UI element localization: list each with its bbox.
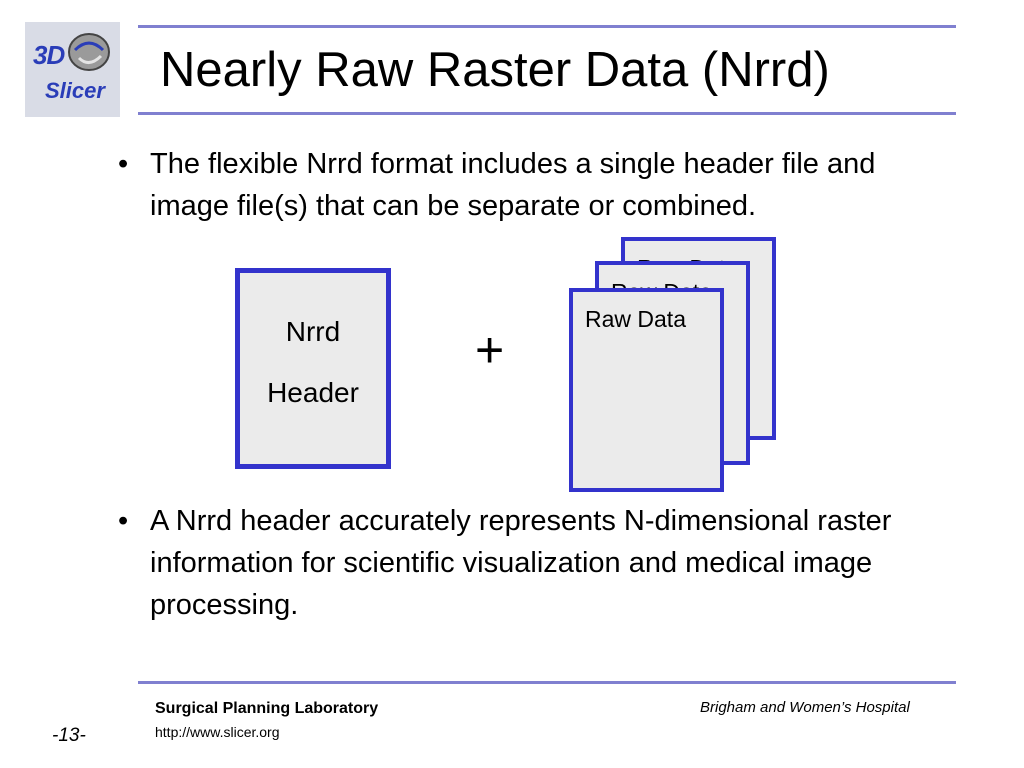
header-box-line: Nrrd [285, 316, 341, 347]
plus-sign: + [475, 322, 505, 378]
footer-lab-name: Surgical Planning Laboratory [155, 700, 379, 717]
nrrd-header-box: Nrrd Header [235, 268, 391, 469]
raw-data-page: Raw Data [569, 288, 724, 492]
title-bottom-rule [138, 112, 956, 115]
logo-slicer-text: Slicer [45, 78, 105, 103]
header-box-line: Header [267, 377, 359, 408]
bullet-item: • The flexible Nrrd format includes a si… [118, 143, 948, 227]
bullet-item: • A Nrrd header accurately represents N-… [118, 500, 948, 626]
bullet-marker: • [118, 505, 129, 537]
brain-icon [68, 33, 110, 71]
raw-data-label: Raw Data [585, 306, 686, 332]
footer-url: http://www.slicer.org [155, 724, 280, 740]
logo-3d-text: 3D [33, 40, 65, 70]
footer-hospital: Brigham and Women’s Hospital [700, 699, 910, 716]
page-number: -13- [52, 725, 86, 746]
title-top-rule [138, 25, 956, 28]
slide-title: Nearly Raw Raster Data (Nrrd) [160, 43, 830, 97]
bullet-text: A Nrrd header accurately represents N-di… [150, 505, 892, 621]
bullet-marker: • [118, 148, 129, 180]
slicer-logo: 3D Slicer [25, 22, 120, 117]
bullet-text: The flexible Nrrd format includes a sing… [150, 148, 876, 222]
footer-rule [138, 681, 956, 684]
